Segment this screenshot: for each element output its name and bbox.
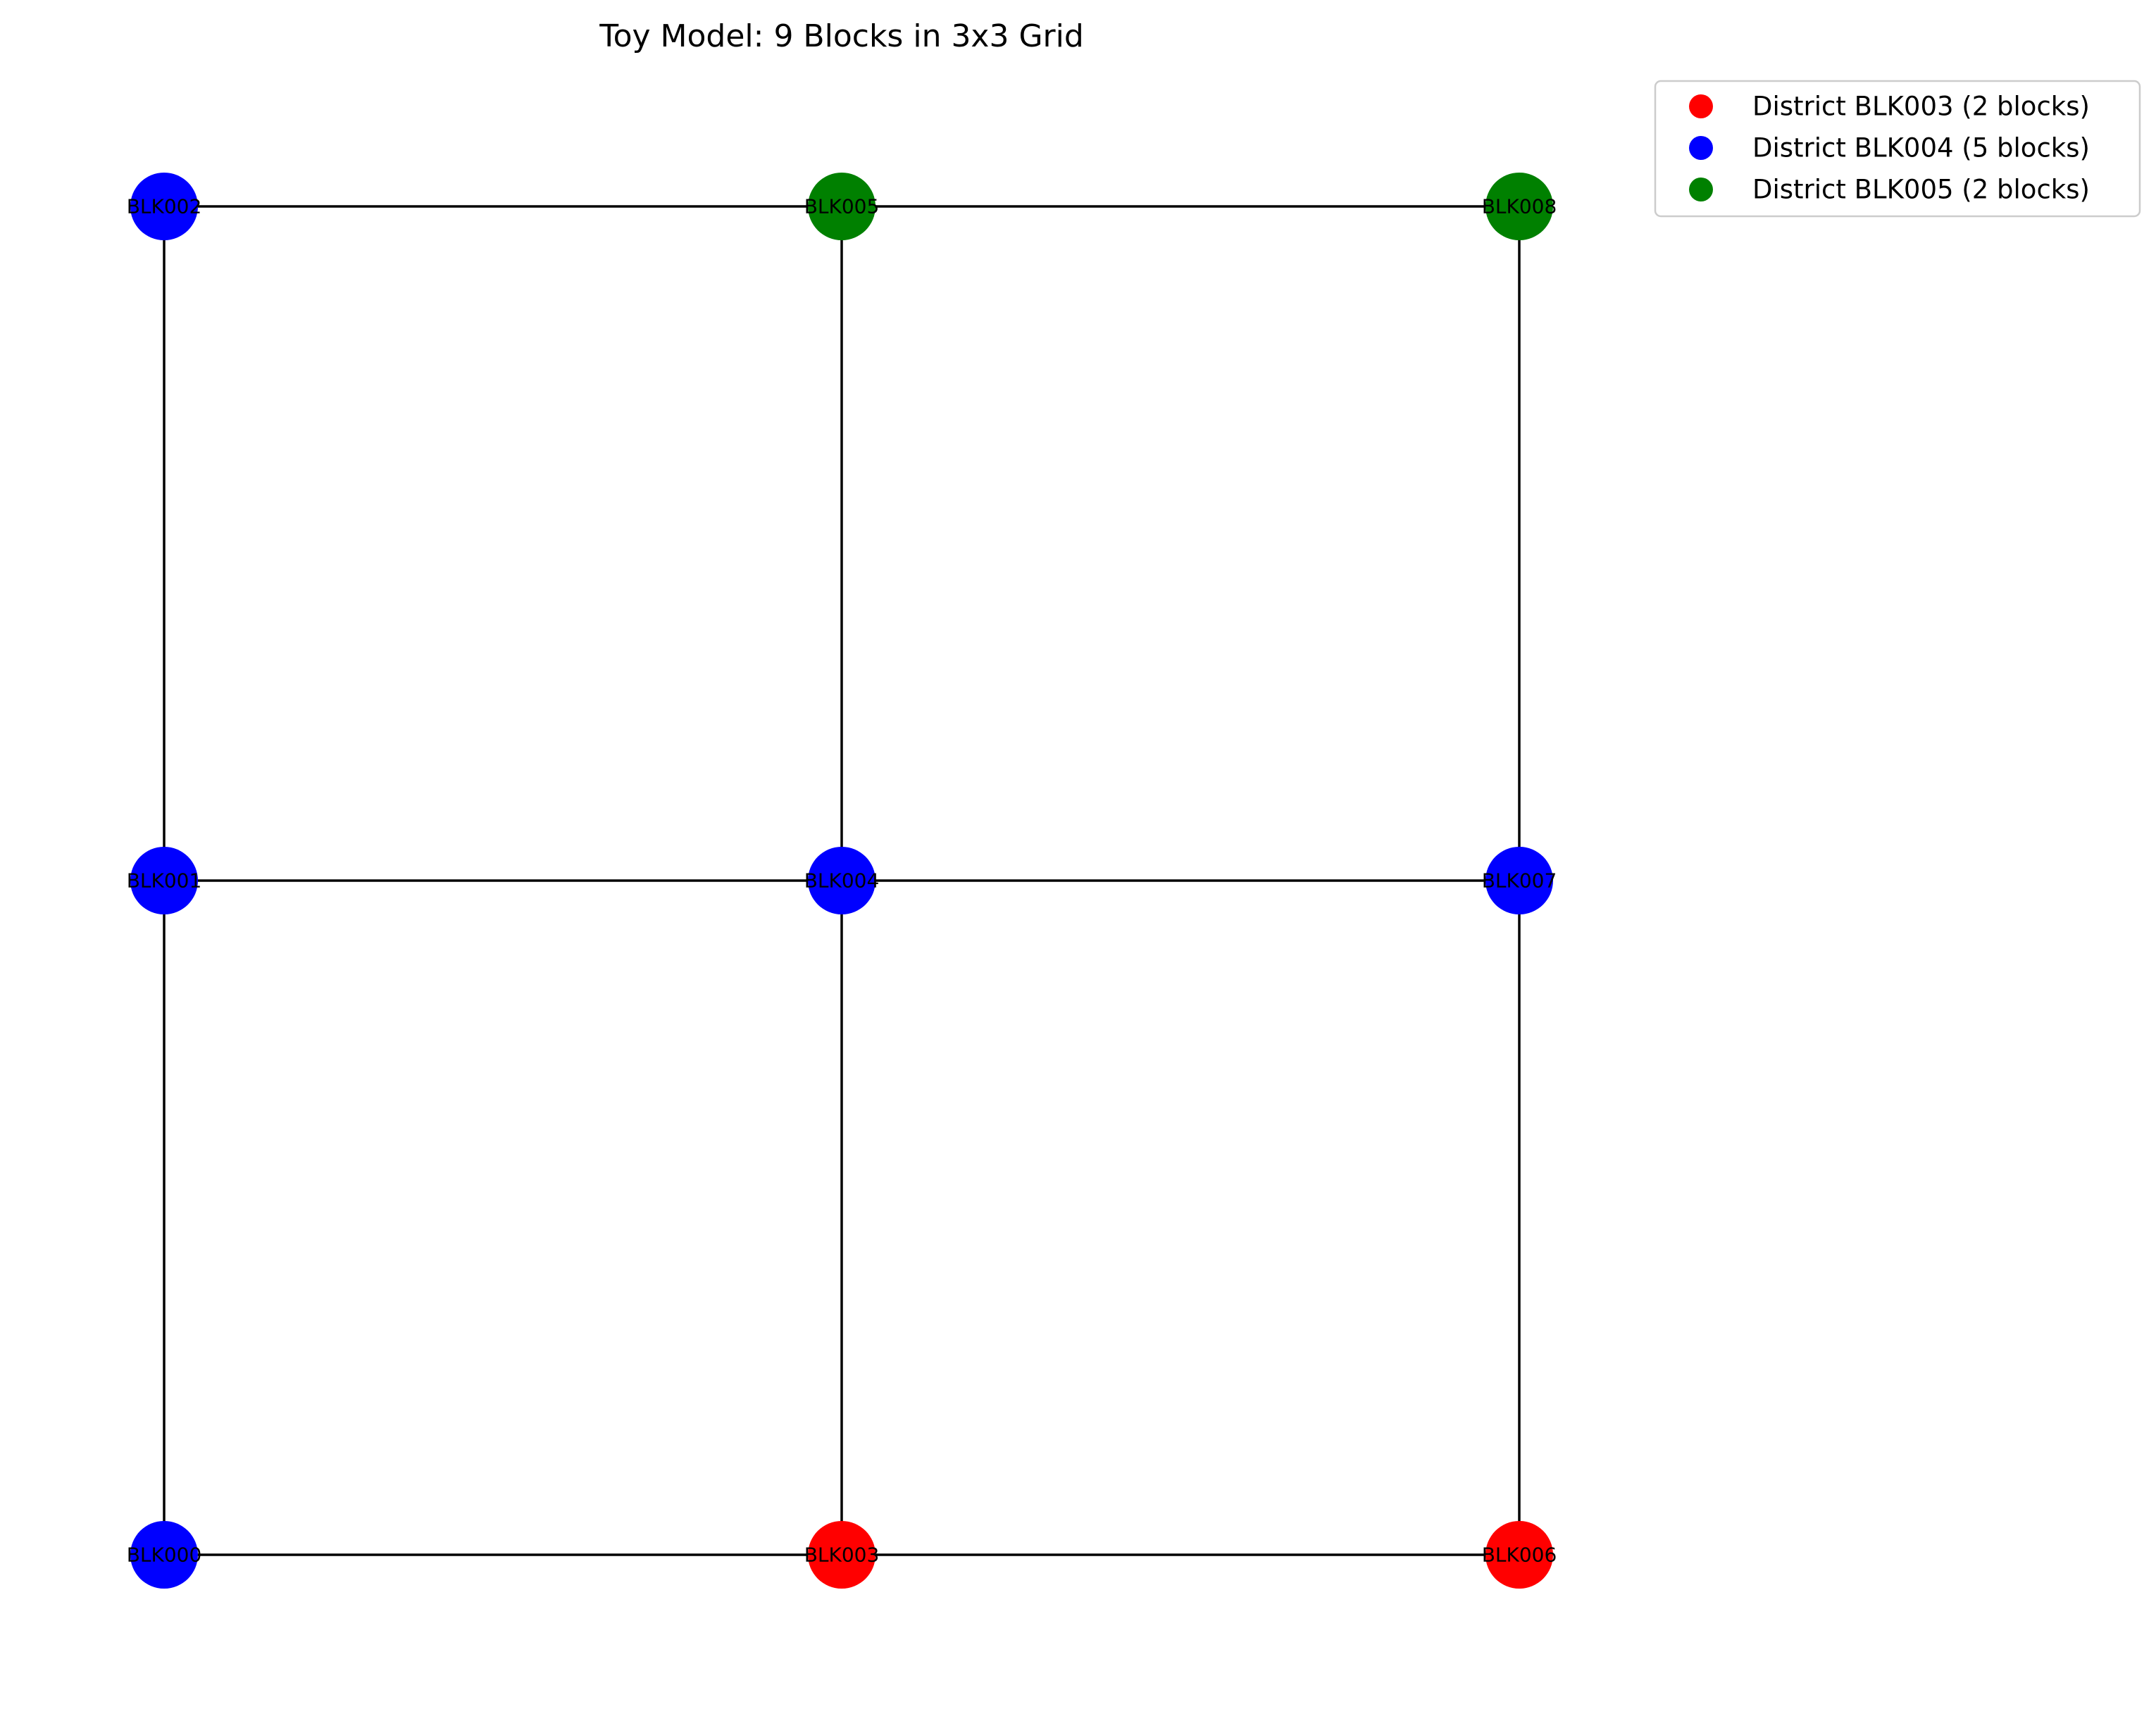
node-circle [1485,1521,1553,1589]
node-label: BLK001 [127,869,202,893]
node-blk006: BLK006 [1482,1521,1557,1589]
node-circle [130,1521,198,1589]
node-label: BLK007 [1482,869,1557,893]
node-circle [1485,847,1553,914]
node-blk007: BLK007 [1482,847,1557,914]
legend-label: District BLK005 (2 blocks) [1752,175,2090,205]
node-blk003: BLK003 [804,1521,880,1589]
node-blk008: BLK008 [1482,173,1557,240]
legend-marker [1689,136,1713,160]
node-label: BLK008 [1482,195,1557,218]
node-label: BLK006 [1482,1544,1557,1567]
node-blk001: BLK001 [127,847,202,914]
legend-marker [1689,94,1713,118]
legend-frame [1654,80,2141,218]
nodes-layer: BLK000BLK001BLK002BLK003BLK004BLK005BLK0… [127,173,1557,1589]
node-label: BLK000 [127,1544,202,1567]
node-blk005: BLK005 [804,173,880,240]
edges-layer [163,205,1521,1556]
legend-entry-green: District BLK005 (2 blocks) [1689,175,2090,205]
node-label: BLK003 [804,1544,880,1567]
legend-label: District BLK003 (2 blocks) [1752,92,2090,122]
node-blk004: BLK004 [804,847,880,914]
node-circle [130,173,198,240]
node-circle [808,1521,876,1589]
legend-marker [1689,178,1713,201]
legend-label: District BLK004 (5 blocks) [1752,133,2090,163]
node-blk000: BLK000 [127,1521,202,1589]
node-circle [130,847,198,914]
node-blk002: BLK002 [127,173,202,240]
legend-entry-red: District BLK003 (2 blocks) [1689,92,2090,122]
node-circle [808,173,876,240]
node-circle [808,847,876,914]
node-label: BLK002 [127,195,202,218]
node-label: BLK005 [804,195,880,218]
legend-entry-blue: District BLK004 (5 blocks) [1689,133,2090,163]
node-label: BLK004 [804,869,880,893]
diagram-title: Toy Model: 9 Blocks in 3x3 Grid [599,18,1084,54]
node-circle [1485,173,1553,240]
legend: District BLK003 (2 blocks) District BLK00… [1654,80,2141,218]
